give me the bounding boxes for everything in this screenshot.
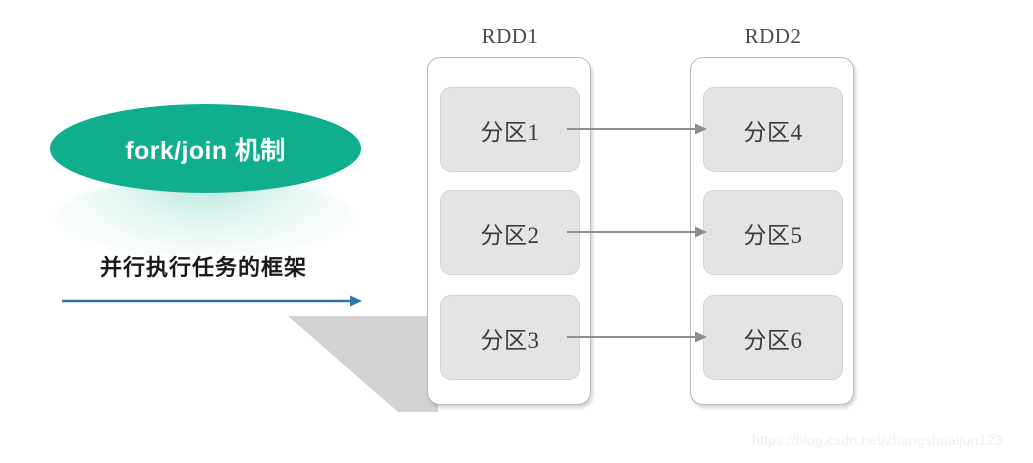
connector-arrow-icon <box>567 123 707 135</box>
rdd2-container: 分区4 分区5 分区6 <box>690 57 854 405</box>
partition-label: 分区5 <box>743 222 803 248</box>
blue-flow-arrow-icon <box>62 295 362 307</box>
connector-arrow-icon <box>567 331 707 343</box>
fork-join-badge: fork/join 机制 <box>50 104 361 193</box>
concept-subtitle: 并行执行任务的框架 <box>100 255 308 280</box>
partition-box[interactable]: 分区2 <box>440 190 580 275</box>
perspective-shadow-wedge <box>288 316 438 412</box>
partition-box[interactable]: 分区6 <box>703 295 843 380</box>
partition-box[interactable]: 分区3 <box>440 295 580 380</box>
rdd1-container: 分区1 分区2 分区3 <box>427 57 591 405</box>
rdd1-title: RDD1 <box>481 24 539 48</box>
partition-label: 分区3 <box>480 327 540 353</box>
partition-box[interactable]: 分区5 <box>703 190 843 275</box>
concept-block: fork/join 机制 并行执行任务的框架 <box>0 0 400 330</box>
rdd2-title: RDD2 <box>744 24 802 48</box>
connector-arrow-icon <box>567 226 707 238</box>
source-watermark: https://blog.csdn.net/zhangshuaijun123 <box>752 432 1003 448</box>
partition-label: 分区2 <box>480 222 540 248</box>
partition-label: 分区1 <box>480 119 540 145</box>
partition-label: 分区4 <box>743 119 803 145</box>
partition-box[interactable]: 分区4 <box>703 87 843 172</box>
partition-label: 分区6 <box>743 327 803 353</box>
partition-box[interactable]: 分区1 <box>440 87 580 172</box>
fork-join-badge-label: fork/join 机制 <box>125 136 286 165</box>
